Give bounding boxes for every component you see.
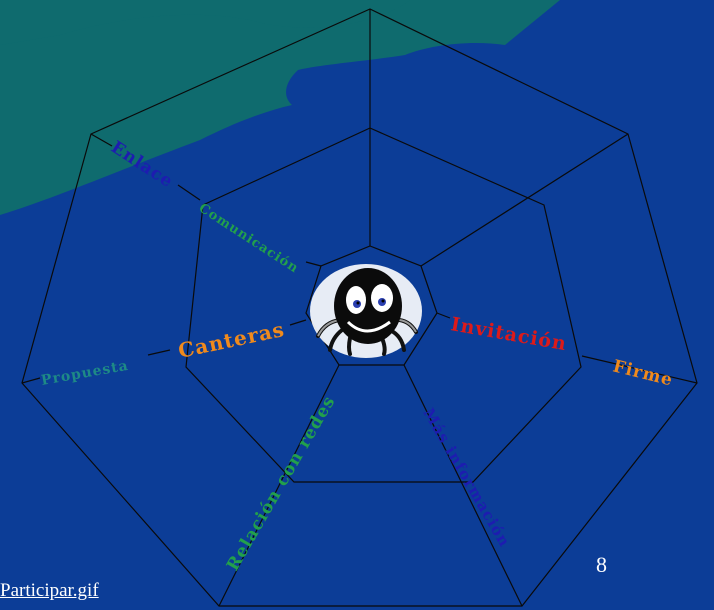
label-mas-informacion: Más información: [420, 405, 514, 550]
land-shape: [0, 0, 560, 215]
spoke-left-inner: [290, 320, 306, 325]
spoke-upper-left-inner: [306, 262, 321, 266]
page-number: 8: [596, 552, 607, 578]
spoke-left: [22, 378, 40, 383]
spoke-right-inner: [437, 313, 450, 318]
label-propuesta: Propuesta: [40, 358, 130, 389]
label-canteras: Canteras: [176, 317, 287, 363]
label-invitacion: Invitación: [449, 313, 568, 355]
label-firme: Firme: [611, 356, 675, 390]
participar-gif-link[interactable]: Participar.gif: [0, 580, 99, 602]
label-comunicacion: Comunicación: [196, 201, 301, 277]
spoke-left-mid: [148, 350, 170, 355]
spoke-upper-right: [421, 134, 628, 266]
label-relacion-con-redes: Relación con redes: [223, 392, 340, 574]
spoke-upper-left-mid: [178, 185, 200, 200]
spider-mascot-icon: [310, 264, 422, 358]
